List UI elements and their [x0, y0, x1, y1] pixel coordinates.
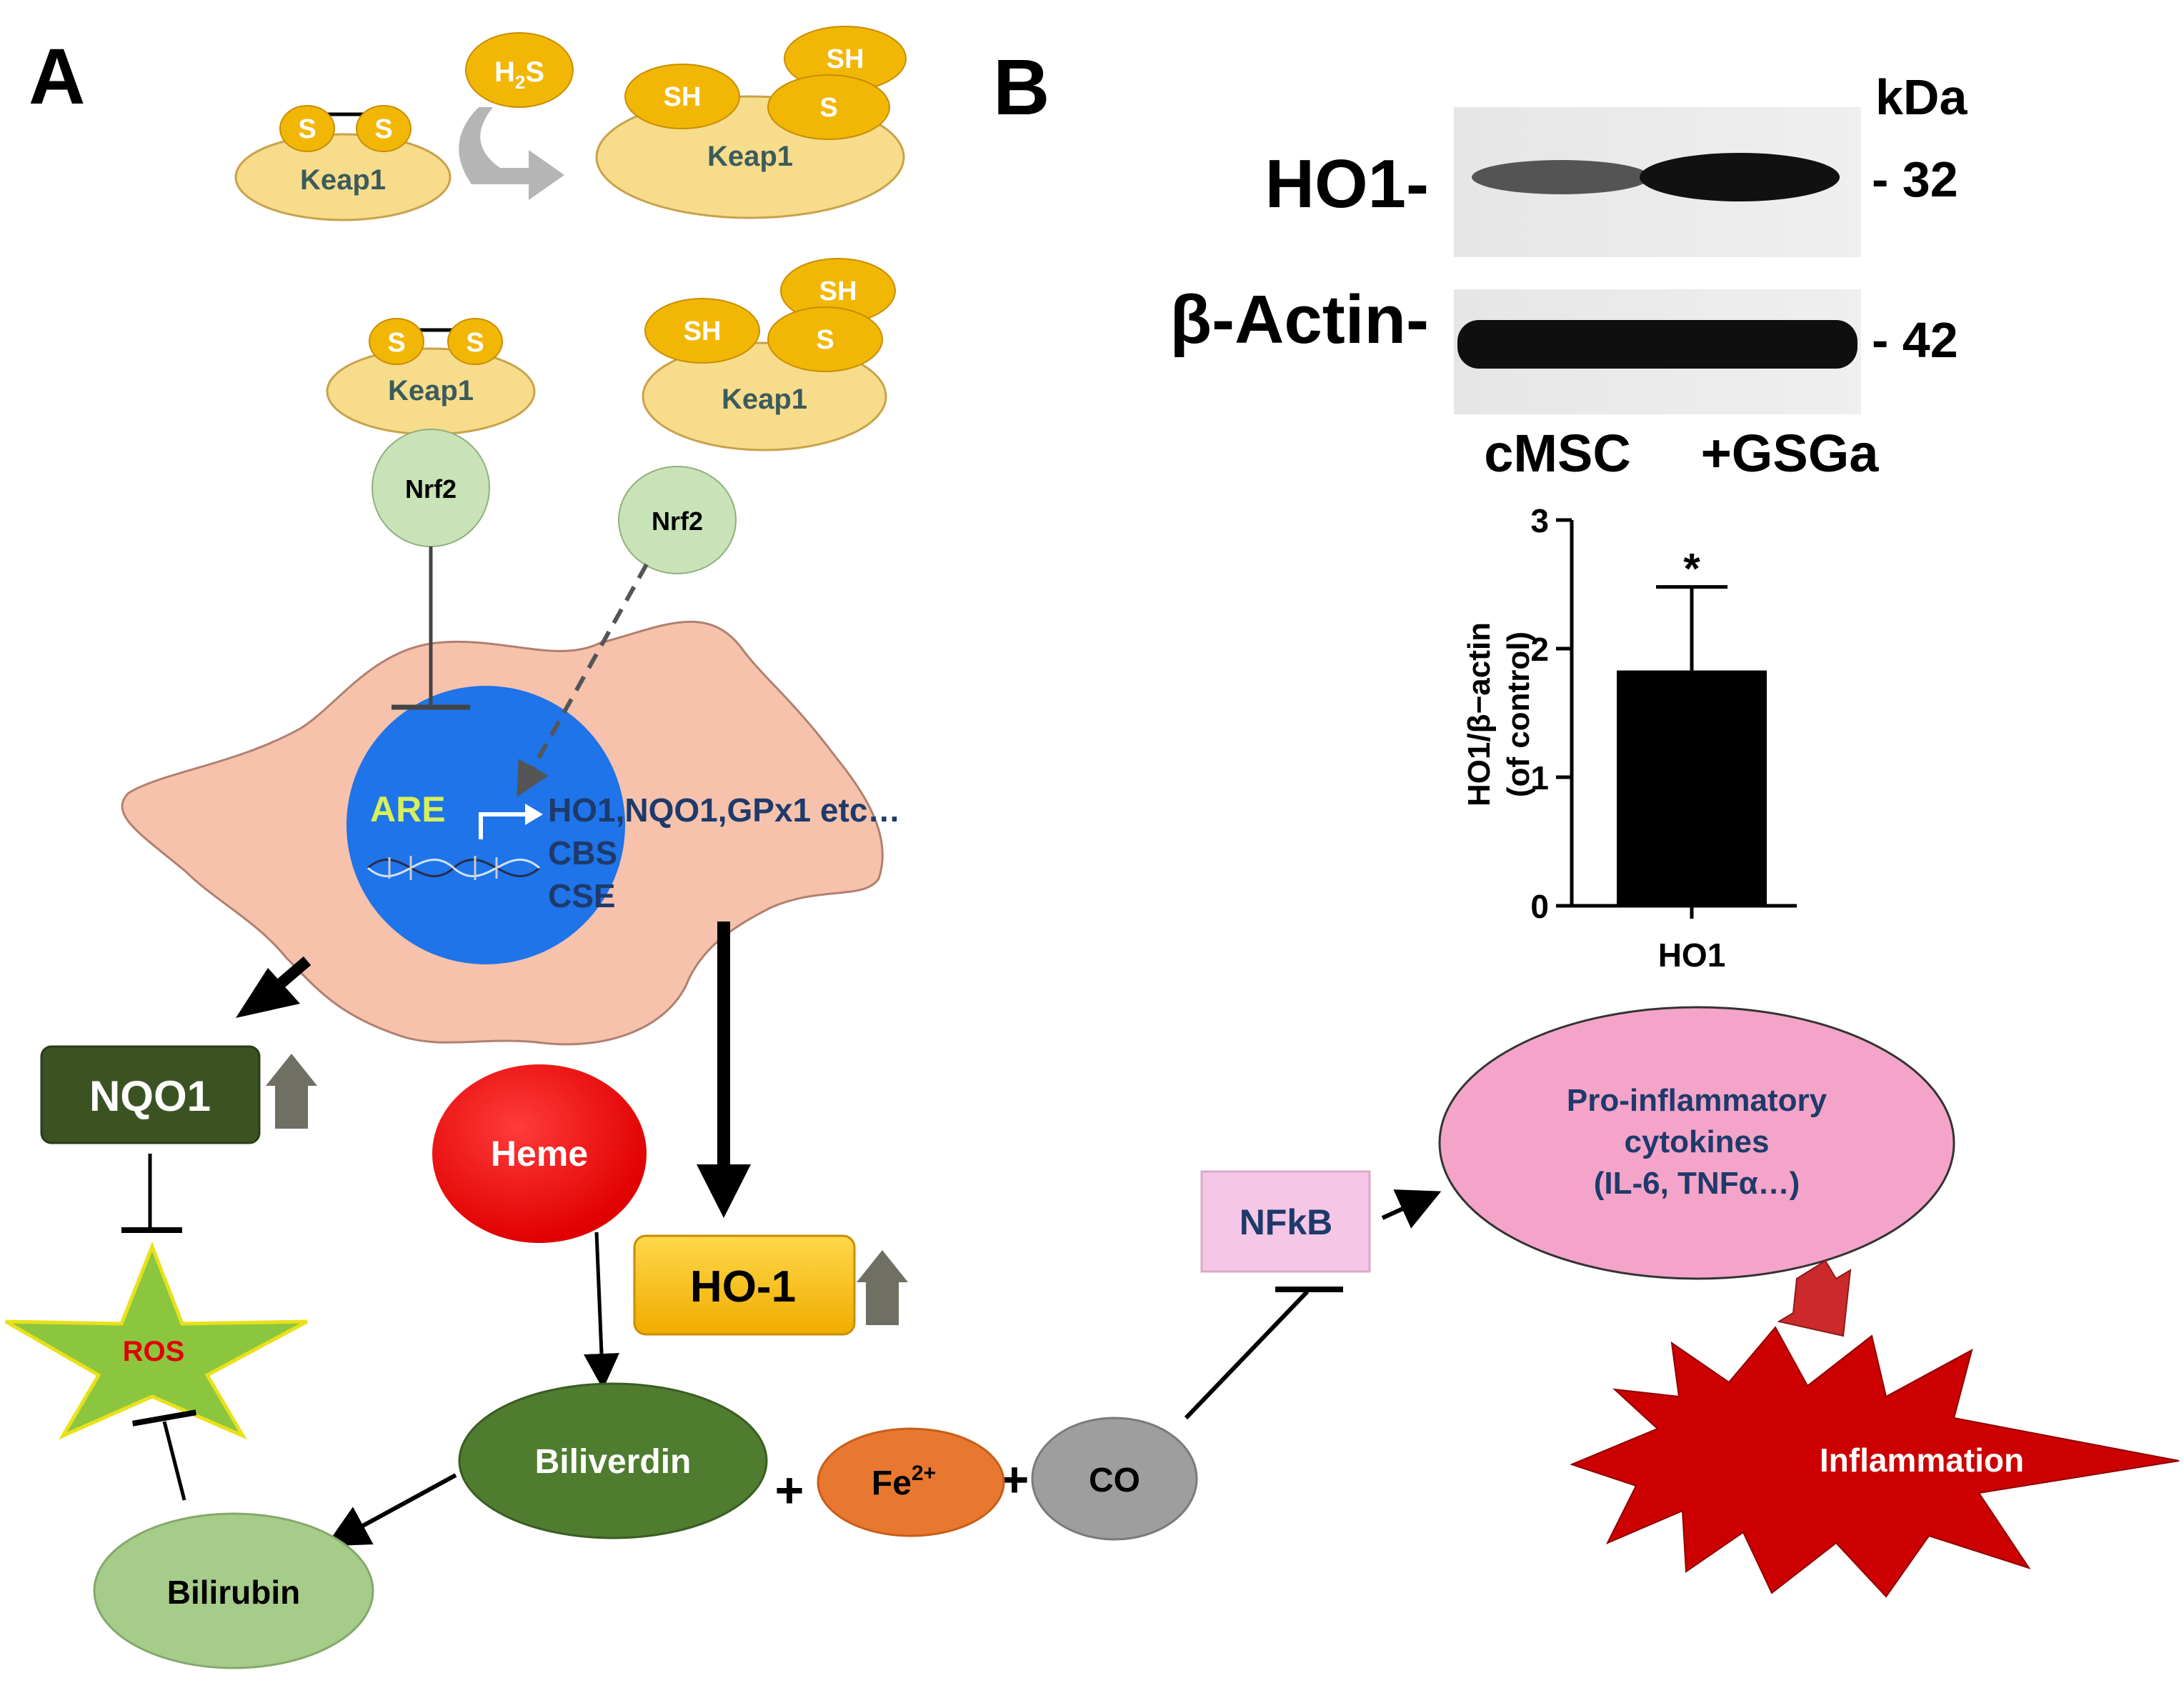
cytokines-line2: cytokines	[1625, 1124, 1770, 1159]
gene-list-line2: CBS	[548, 834, 617, 872]
ho1-label: HO-1	[690, 1262, 796, 1312]
biliverdin-to-bilirubin-arrow	[325, 1473, 457, 1547]
are-label: ARE	[370, 789, 446, 829]
sh-label: SH	[819, 276, 857, 306]
inflammation-burst	[1570, 1326, 2180, 1598]
nqo1-box	[40, 1045, 261, 1144]
transcription-arrow	[479, 812, 525, 839]
significance-marker: *	[1683, 545, 1700, 593]
sulfur-ball	[356, 105, 412, 152]
keap1-reduced-top: SH SH S Keap1	[595, 26, 907, 219]
inhibition-bar	[131, 1409, 197, 1427]
cytokines-node	[1438, 1006, 1955, 1280]
heme-node	[432, 1064, 647, 1243]
bilirubin-label: Bilirubin	[167, 1574, 301, 1611]
ho1-band-treated	[1640, 153, 1840, 201]
keap1-oxidized-top: S S Keap1	[234, 105, 452, 221]
ho1-box	[633, 1234, 856, 1336]
nrf2-activation-arrow	[517, 563, 649, 797]
arrowhead-to-ho1	[697, 1164, 751, 1218]
keap1-reduced-mid: SH SH S Keap1	[642, 258, 896, 451]
gene-list-line1: HO1,NQO1,GPx1 etc…	[548, 791, 900, 829]
nrf2-label: Nrf2	[405, 474, 457, 504]
plus-sign: +	[1000, 1452, 1029, 1507]
ho1-blot-label: HO1-	[1265, 146, 1429, 222]
bilirubin-node	[93, 1512, 374, 1669]
sulfur-label: S	[374, 114, 392, 144]
nqo1-label: NQO1	[89, 1072, 211, 1120]
plus-sign: +	[775, 1462, 804, 1518]
h2s-molecule: H2S	[465, 32, 574, 108]
heme-to-biliverdin-arrow	[583, 1232, 619, 1389]
kda-32-label: - 32	[1872, 151, 1958, 207]
nrf2-bound: Nrf2	[372, 429, 490, 547]
heme-label: Heme	[491, 1134, 588, 1174]
y-tick-label: 0	[1530, 888, 1549, 925]
cytokines-line3: (IL-6, TNFα…)	[1594, 1166, 1800, 1201]
iron-node	[817, 1427, 1005, 1537]
sulfur-label: S	[816, 325, 834, 355]
co-node	[1031, 1417, 1198, 1541]
y-axis-label: (of control)	[1501, 631, 1536, 797]
y-axis-label: HO1/β−actin	[1462, 622, 1497, 806]
sulfur-label: S	[298, 114, 316, 144]
ho1-bar-chart: 0 1 2 3 * HO1 HO1/β−actin(of control)	[1462, 502, 1797, 974]
sh-label: SH	[664, 82, 702, 112]
co-label: CO	[1089, 1462, 1140, 1499]
actin-blot-label: β-Actin-	[1170, 281, 1429, 358]
y-tick-label: 1	[1530, 759, 1549, 796]
panel-b-label: B	[993, 44, 1049, 131]
red-arrow-icon	[1777, 1259, 1852, 1337]
cytokines-line1: Pro-inflammatory	[1567, 1083, 1828, 1118]
iron-label: Fe2+	[872, 1462, 936, 1502]
keap1-label: Keap1	[722, 384, 807, 415]
kda-42-label: - 42	[1872, 312, 1958, 368]
h2s-label: H2S	[494, 56, 544, 93]
nfkb-label: NFkB	[1240, 1202, 1333, 1242]
dna-helix-icon	[367, 856, 540, 880]
keap1-label: Keap1	[388, 375, 474, 406]
sulfur-label: S	[466, 328, 484, 358]
sulfur-ball	[279, 105, 335, 152]
ros-label: ROS	[123, 1336, 185, 1367]
ho1-band-control	[1472, 160, 1650, 194]
sh-label: SH	[684, 316, 722, 346]
lane-label-treated: +GSGa	[1701, 424, 1880, 483]
ros-star	[4, 1242, 309, 1440]
co-inhibition-line	[1184, 1289, 1310, 1420]
y-tick-label: 3	[1530, 502, 1549, 539]
x-tick-label: HO1	[1658, 937, 1726, 974]
y-tick-label: 2	[1530, 631, 1549, 668]
panel-a-label: A	[29, 33, 85, 121]
sulfur-label: S	[819, 93, 837, 123]
up-arrow-icon	[857, 1250, 908, 1325]
keap1-oxidized-mid: S S Keap1	[326, 318, 536, 436]
biliverdin-node	[458, 1382, 768, 1539]
nucleus	[346, 686, 625, 964]
nrf2-label: Nrf2	[652, 506, 703, 536]
gene-list-line3: CSE	[548, 877, 616, 914]
inflammation-label: Inflammation	[1820, 1442, 2024, 1479]
bilirubin-inhibition-line	[162, 1421, 186, 1501]
actin-band	[1457, 320, 1858, 369]
up-arrow-icon	[266, 1054, 317, 1129]
arrowhead-to-nqo1	[236, 968, 300, 1018]
nfkb-box	[1200, 1170, 1371, 1273]
sulfur-label: S	[387, 328, 405, 358]
transcription-arrowhead	[525, 804, 543, 825]
lane-label-control: cMSC	[1484, 424, 1631, 483]
keap1-label: Keap1	[300, 164, 386, 196]
kda-header: kDa	[1875, 69, 1968, 125]
nfkb-to-cytokines-arrow	[1381, 1189, 1442, 1229]
nrf2-free: Nrf2	[618, 466, 737, 574]
biliverdin-label: Biliverdin	[535, 1443, 692, 1481]
conversion-arrow	[459, 107, 564, 200]
sh-label: SH	[827, 44, 864, 74]
bar	[1617, 670, 1767, 906]
keap1-label: Keap1	[707, 141, 793, 172]
